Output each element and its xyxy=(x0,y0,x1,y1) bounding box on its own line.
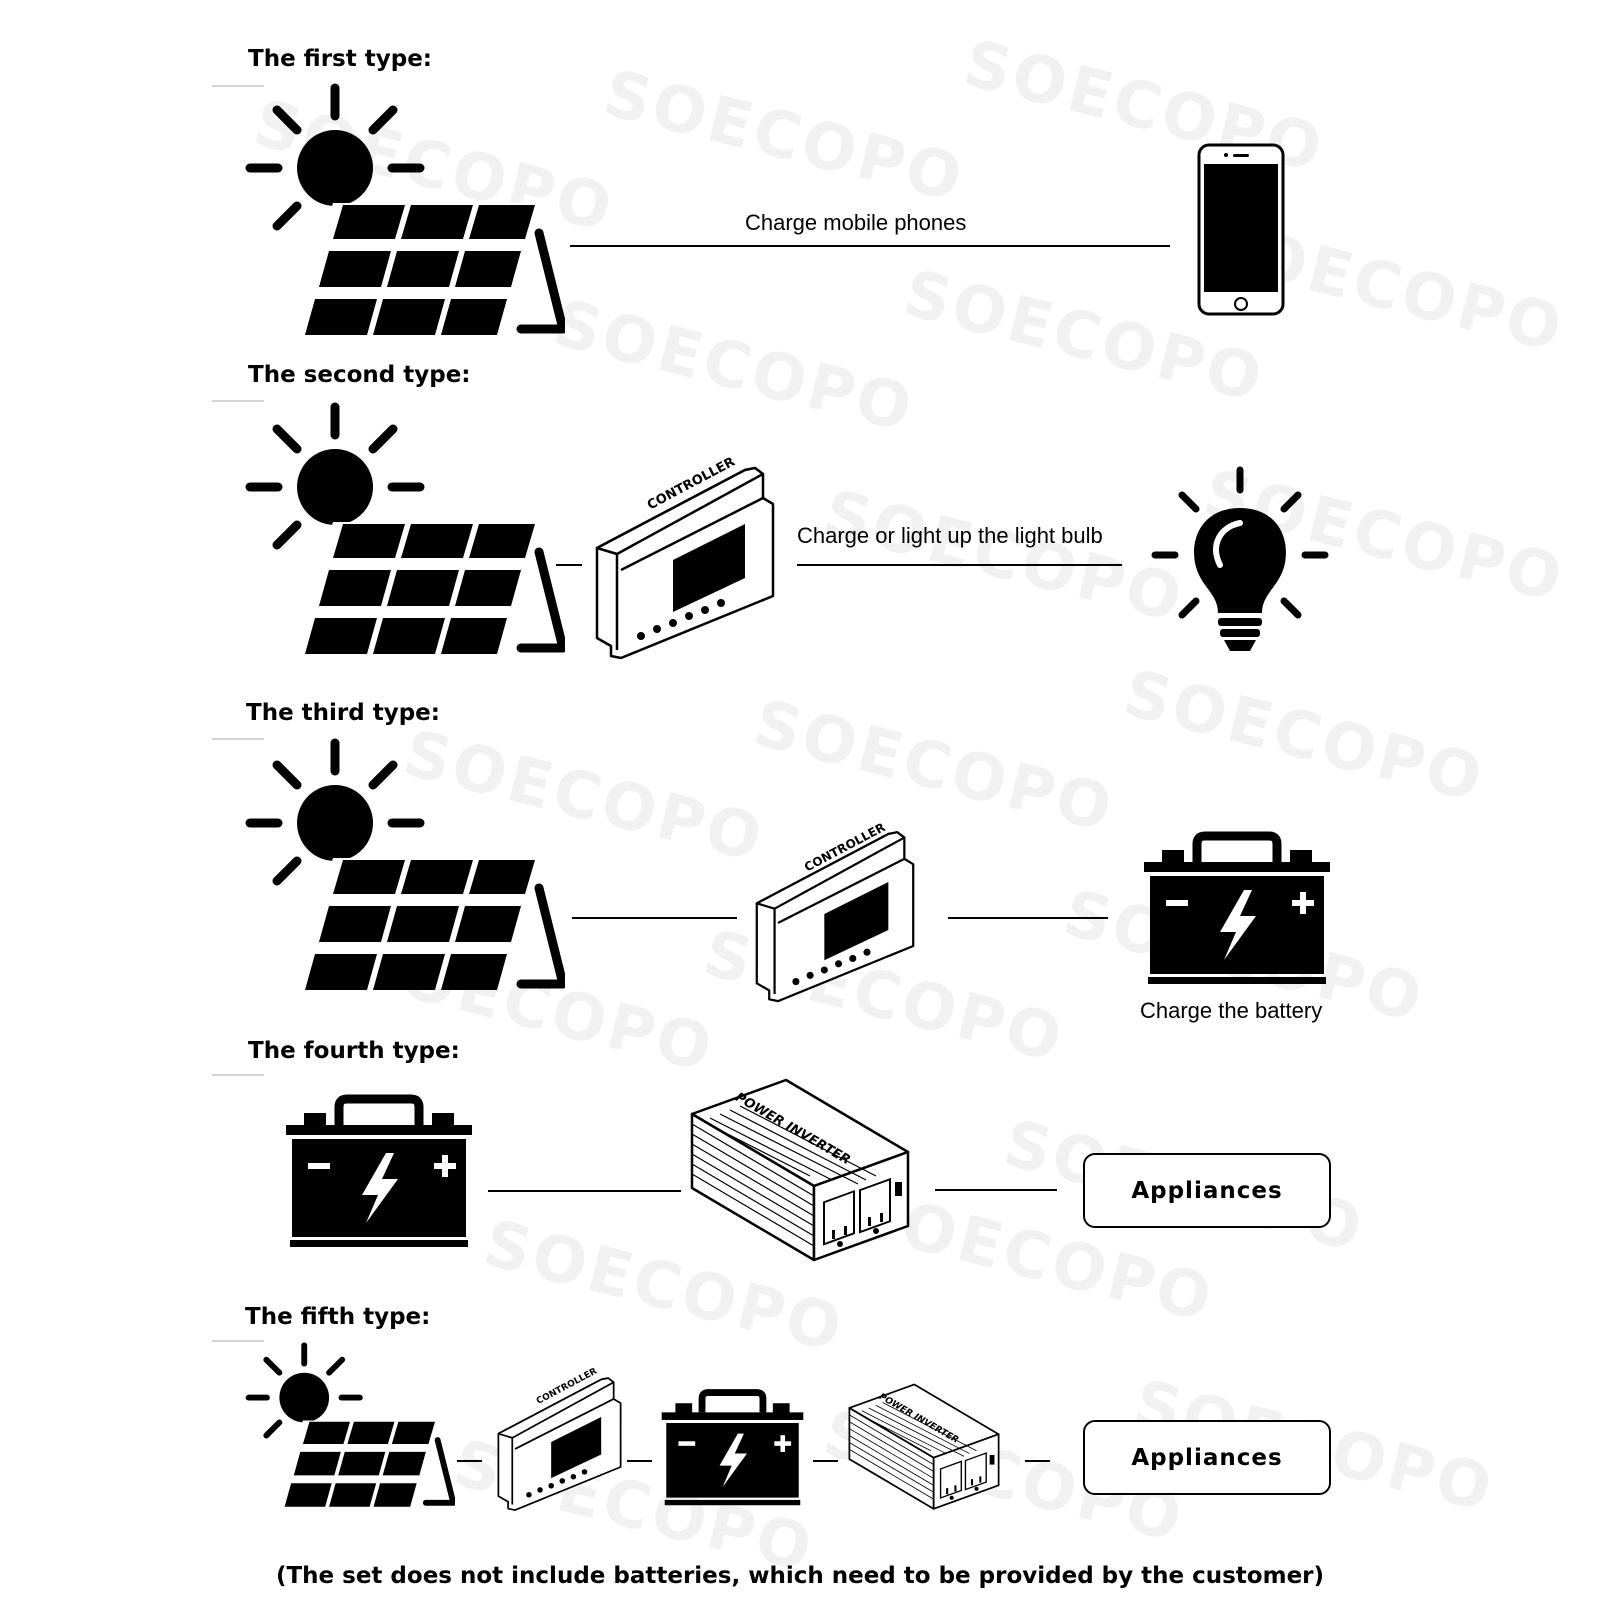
section-4-heading: The fourth type: xyxy=(248,1038,460,1064)
battery-icon xyxy=(1142,830,1332,985)
solar-panel-icon xyxy=(245,1342,455,1512)
section-3-heading: The third type: xyxy=(246,700,440,726)
connector-line xyxy=(627,1460,652,1462)
section-1-heading: The first type: xyxy=(248,46,432,72)
connector-line xyxy=(1025,1460,1050,1462)
mobile-phone-icon xyxy=(1196,142,1286,317)
watermark-text: SOECOPO xyxy=(596,56,972,218)
section-5-heading: The fifth type: xyxy=(245,1304,431,1330)
connector-line xyxy=(797,564,1122,566)
battery-icon xyxy=(284,1093,474,1248)
power-inverter-icon xyxy=(848,1383,1000,1511)
heading-underline xyxy=(212,738,264,740)
light-bulb-icon xyxy=(1150,465,1330,655)
heading-underline xyxy=(212,400,264,402)
section-2-heading: The second type: xyxy=(248,362,471,388)
heading-underline xyxy=(212,1074,264,1076)
section-2-caption: Charge or light up the light bulb xyxy=(797,523,1103,548)
section-3-caption: Charge the battery xyxy=(1140,998,1323,1023)
watermark-text: SOECOPO xyxy=(746,686,1122,848)
watermark-text: SOECOPO xyxy=(546,286,922,448)
solar-panel-icon xyxy=(245,83,565,343)
footnote: (The set does not include batteries, whi… xyxy=(275,1563,1325,1589)
appliances-box: Appliances xyxy=(1083,1153,1331,1228)
heading-underline xyxy=(212,1340,264,1342)
connector-line xyxy=(457,1460,482,1462)
connector-line xyxy=(572,917,737,919)
connector-line xyxy=(948,917,1108,919)
connector-line xyxy=(570,245,1170,247)
connector-line xyxy=(813,1460,838,1462)
solar-panel-icon xyxy=(245,738,565,998)
connector-line xyxy=(935,1189,1057,1191)
appliances-box: Appliances xyxy=(1083,1420,1331,1495)
solar-panel-icon xyxy=(245,402,565,662)
connector-line xyxy=(488,1190,681,1192)
section-1-caption: Charge mobile phones xyxy=(745,210,967,235)
connector-line xyxy=(556,564,582,566)
heading-underline xyxy=(212,85,264,87)
watermark-text: SOECOPO xyxy=(1116,656,1492,818)
battery-icon xyxy=(660,1388,805,1506)
watermark-text: SOECOPO xyxy=(816,476,1192,638)
power-inverter-icon xyxy=(690,1078,910,1263)
